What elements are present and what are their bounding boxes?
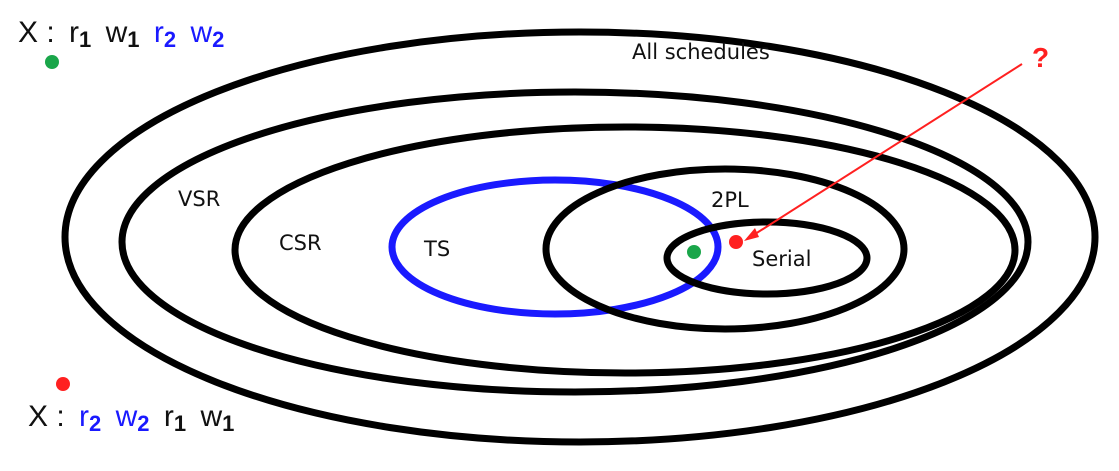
bottom-op-2-index: 2 <box>137 411 149 436</box>
red-schedule-point <box>729 235 743 249</box>
top-op-4-index: 2 <box>212 27 224 52</box>
2pl-label: 2PL <box>711 188 749 212</box>
serial-label: Serial <box>752 247 811 271</box>
all-schedules-label: All schedules <box>632 40 770 64</box>
ts-ellipse <box>388 176 722 318</box>
green-schedule-point <box>687 245 701 259</box>
vsr-label: VSR <box>178 187 220 211</box>
ts-label: TS <box>423 237 450 261</box>
top-op-2-index: 1 <box>127 27 139 52</box>
top-op-2: w <box>105 16 128 49</box>
question-arrow-head <box>744 228 759 241</box>
2pl-ellipse <box>542 165 908 333</box>
top-schedule-prefix: X : <box>18 16 55 49</box>
bottom-schedule-text: X : r2 w2 r1 w1 <box>28 400 234 438</box>
serial-ellipse <box>663 218 871 298</box>
bottom-op-1-index: 2 <box>89 411 101 436</box>
top-op-3: r <box>154 16 164 49</box>
bottom-op-4-index: 1 <box>222 411 234 436</box>
legend-red-dot <box>56 377 70 391</box>
bottom-op-1: r <box>79 400 89 433</box>
top-op-3-index: 2 <box>164 27 176 52</box>
top-schedule-text: X : r1 w1 r2 w2 <box>18 16 224 54</box>
bottom-schedule-prefix: X : <box>28 400 65 433</box>
top-op-1-index: 1 <box>79 27 91 52</box>
legend-green-dot <box>45 55 59 69</box>
vsr-ellipse <box>118 88 1032 396</box>
bottom-op-3-index: 1 <box>174 411 186 436</box>
csr-ellipse <box>231 123 1019 377</box>
question-arrow-line <box>751 63 1023 237</box>
bottom-op-4: w <box>199 400 222 433</box>
csr-label: CSR <box>279 231 322 255</box>
bottom-op-2: w <box>115 400 138 433</box>
bottom-op-3: r <box>164 400 174 433</box>
all-schedules-ellipse <box>61 28 1099 446</box>
question-mark: ? <box>1032 42 1049 73</box>
top-op-4: w <box>189 16 212 49</box>
top-op-1: r <box>69 16 79 49</box>
